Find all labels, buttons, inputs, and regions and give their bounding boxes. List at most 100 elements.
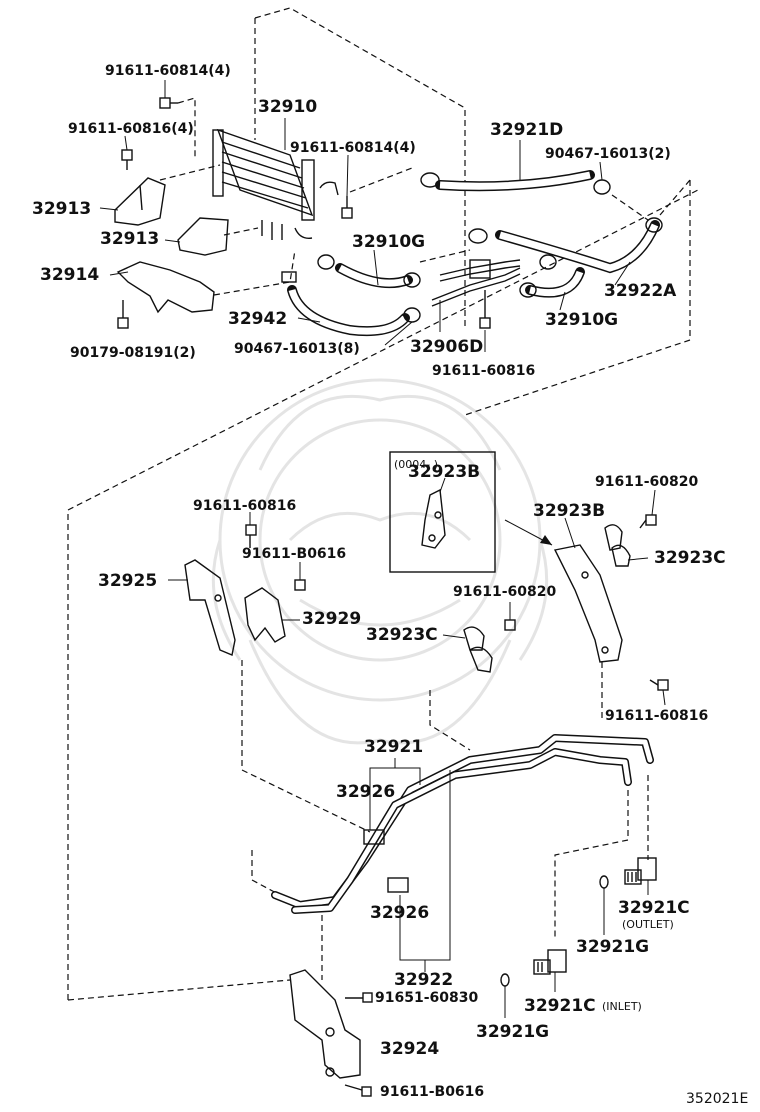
label-clamp-32923c-right: 32923C <box>654 548 726 568</box>
bracket-32913-upper <box>114 177 166 226</box>
label-cooler: 32910 <box>258 97 317 117</box>
label-bolt-b0616-b: 91611-B0616 <box>380 1084 484 1100</box>
leader-dash <box>223 227 259 236</box>
clamp-icon <box>468 228 488 244</box>
hole-icon <box>601 646 609 654</box>
hole-icon <box>434 511 442 519</box>
clamp-icon <box>593 179 611 195</box>
leader-dash <box>611 194 649 221</box>
clamp-icon <box>539 254 557 270</box>
label-union-outlet: 32921C <box>618 898 690 918</box>
hose-32910g-lower-inner <box>529 270 584 297</box>
leader-dash <box>213 249 296 296</box>
label-pipe-32922: 32922 <box>394 970 453 990</box>
label-bracket-32913-lower: 32913 <box>100 229 159 249</box>
label-inset-part: 32923B <box>408 462 480 482</box>
label-bolt-left: 91611-60816(4) <box>68 121 194 137</box>
label-hose-32910g-lower: 32910G <box>545 310 618 330</box>
label-bolt-b0616: 91611-B0616 <box>242 546 346 562</box>
label-clamp-top: 90467-16013(2) <box>545 146 671 162</box>
leader-dash <box>251 850 281 896</box>
label-grommet-32926-lower: 32926 <box>370 903 429 923</box>
leader-dash <box>554 770 629 940</box>
hose-32942-inner <box>288 288 408 335</box>
bracket-32929 <box>244 587 286 643</box>
upper-right-boundary <box>464 180 691 416</box>
leader-dash <box>659 179 691 216</box>
leader-lines <box>99 80 666 1018</box>
bolt-icon <box>344 1084 372 1097</box>
clamp-icon <box>420 172 440 188</box>
label-union-outlet-note: (OUTLET) <box>622 918 674 931</box>
tube-32906d <box>431 259 521 307</box>
hole-icon <box>214 594 222 602</box>
bolt-icon <box>341 196 353 219</box>
inset-bracket <box>421 488 446 549</box>
inset-box <box>389 451 496 573</box>
bolt-icon <box>159 97 178 109</box>
hose-32910g-upper-inner <box>338 264 410 287</box>
label-bracket-32914: 32914 <box>40 265 99 285</box>
leader-dash <box>241 660 371 833</box>
hole-icon <box>581 571 589 579</box>
label-bolt-mid: 91611-60814(4) <box>290 140 416 156</box>
label-bolt-top: 91611-60814(4) <box>105 63 231 79</box>
clamp-icon <box>317 254 335 270</box>
clamp-32923c-left <box>463 626 493 673</box>
label-inset-range: (0004- ) <box>394 458 438 471</box>
label-tube-32906d: 32906D <box>410 337 483 357</box>
label-bracket-32913-upper: 32913 <box>32 199 91 219</box>
bolt-icon <box>117 300 129 329</box>
label-gasket-32921g-upper: 32921G <box>576 937 649 957</box>
label-bracket-32925: 32925 <box>98 571 157 591</box>
bolt-icon <box>345 992 373 1003</box>
grommet-32926-lower <box>387 877 409 893</box>
label-bracket-32929: 32929 <box>302 609 361 629</box>
leader-dash <box>159 164 221 181</box>
bracket-32923b <box>553 544 623 663</box>
leader-dash <box>429 690 471 751</box>
hose-32922a-inner <box>499 223 659 272</box>
hole-icon <box>428 534 436 542</box>
label-diagram-code: 352021E <box>686 1091 748 1107</box>
hole-icon <box>325 1067 335 1077</box>
leader-dash <box>419 249 471 263</box>
bracket-32925 <box>184 559 236 656</box>
gasket-icon <box>599 875 609 889</box>
bolt-icon <box>649 679 669 691</box>
leader-dash <box>177 97 196 160</box>
clamp-icon <box>519 282 537 298</box>
bracket-32914 <box>116 261 215 314</box>
label-hose-32921d: 32921D <box>490 120 563 140</box>
fitting-icon <box>319 181 339 196</box>
clamp-icon <box>645 217 663 233</box>
label-hose-32942: 32942 <box>228 309 287 329</box>
bolt-icon <box>121 149 133 170</box>
label-hose-32910g-upper: 32910G <box>352 232 425 252</box>
lower-frame-bottom <box>67 979 291 1001</box>
arrow-head-icon <box>540 535 552 545</box>
bolt-icon <box>479 290 491 329</box>
label-gasket-32921g-lower: 32921G <box>476 1022 549 1042</box>
union-outlet <box>624 857 657 885</box>
label-bolt-32906d: 91611-60816 <box>432 363 535 379</box>
clamp-icon <box>281 271 297 283</box>
bolt-icon <box>245 524 257 548</box>
hole-icon <box>325 1027 335 1037</box>
union-inlet <box>533 949 567 975</box>
label-pipe-32921: 32921 <box>364 737 423 757</box>
label-clamp-32923c-left: 32923C <box>366 625 438 645</box>
bolt-icon <box>294 579 306 591</box>
hose-32921d-inner <box>439 171 591 190</box>
lower-frame <box>67 189 699 1000</box>
labels: 91611-60814(4) 32910 91611-60816(4) 9161… <box>32 63 748 1107</box>
bracket-32924 <box>289 969 361 1079</box>
pipe-32921-inner <box>272 735 653 908</box>
label-clamp-32923b: 32923B <box>533 501 605 521</box>
clamp-icon <box>403 272 421 288</box>
label-grommet-32926-upper: 32926 <box>336 782 395 802</box>
grommet-32926-upper <box>363 829 385 845</box>
gasket-icon <box>500 973 510 987</box>
bolt-icon <box>639 514 657 529</box>
